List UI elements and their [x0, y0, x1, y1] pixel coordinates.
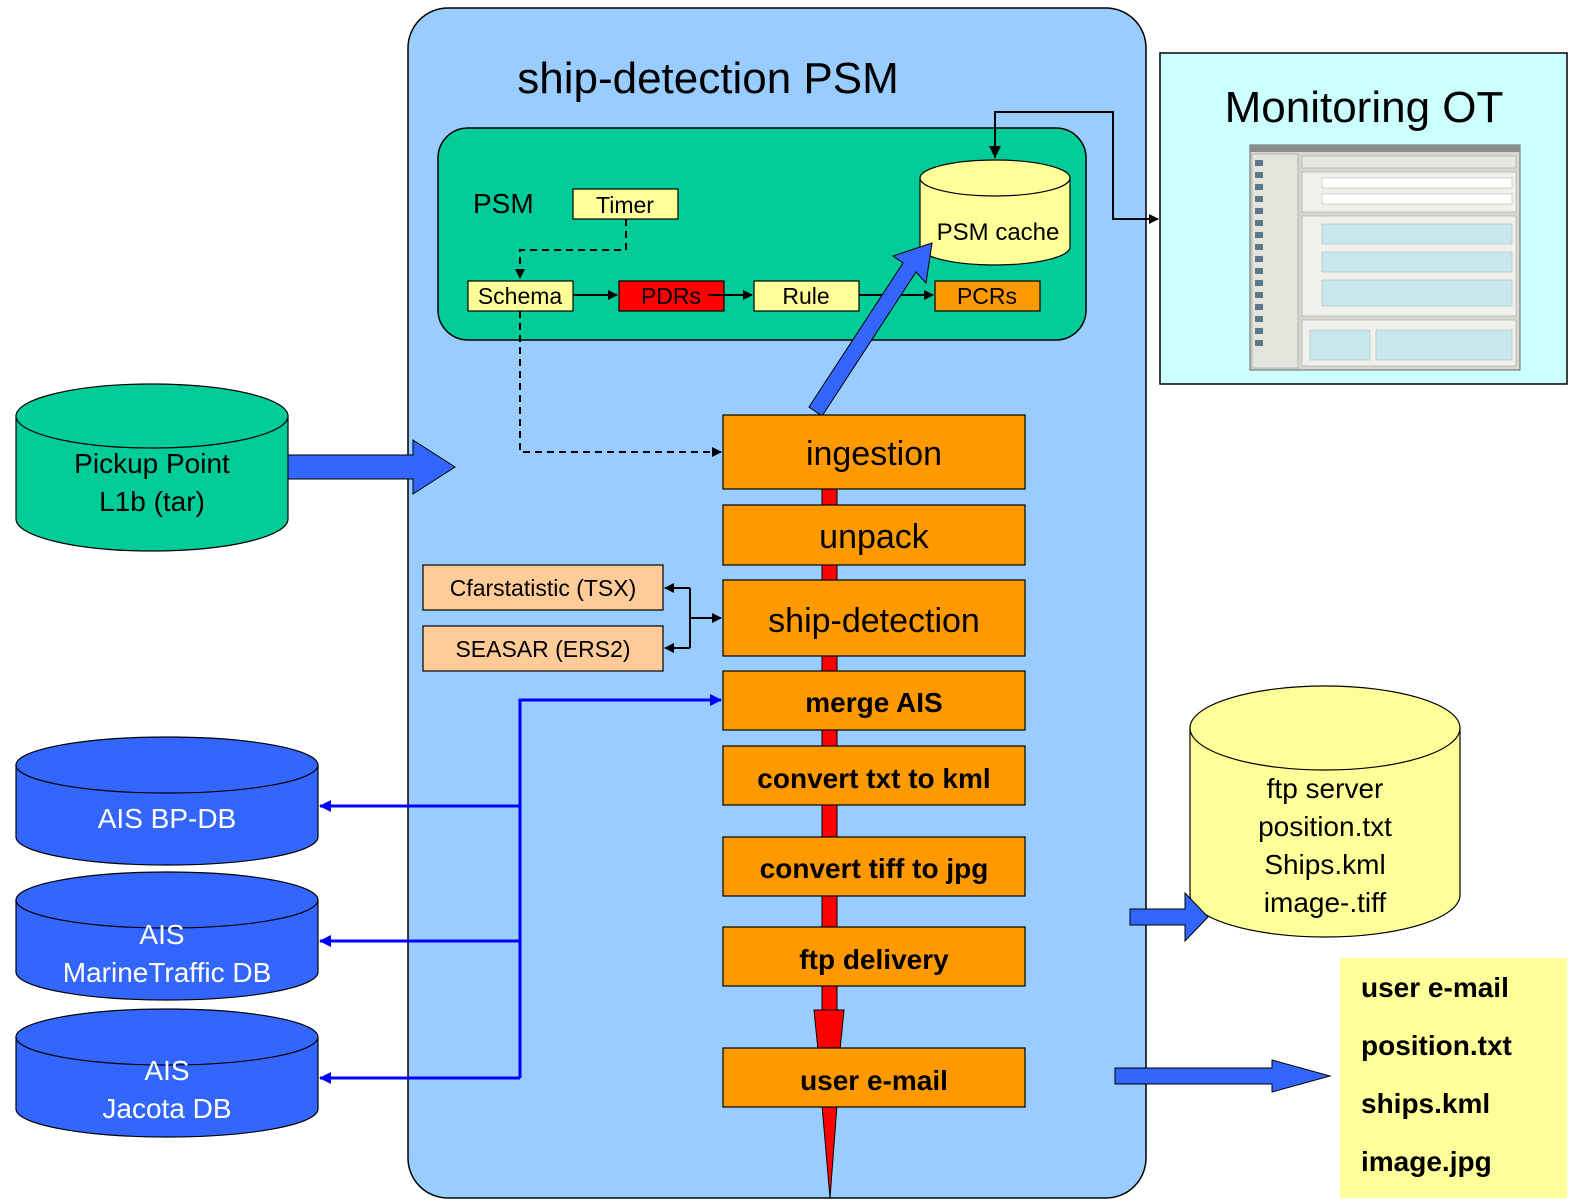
pdrs-box: [618, 280, 725, 312]
pcrs-label: PCRs: [957, 283, 1017, 309]
email-delivery-arrow: [1114, 1059, 1332, 1093]
seasar-label: SEASAR (ERS2): [455, 636, 630, 662]
seasar-box: [422, 625, 664, 672]
unpack-step: [722, 504, 1026, 566]
ftp-delivery-step: [722, 926, 1026, 987]
merge-ais-step: [722, 670, 1026, 731]
ais-bpdb-label: AIS BP-DB: [98, 803, 236, 834]
pickup-point-cylinder: [15, 383, 289, 552]
psm-title: ship-detection PSM: [517, 54, 899, 103]
email-output-box: [1340, 958, 1567, 1198]
monitoring-title: Monitoring OT: [1225, 83, 1504, 132]
pdrs-label: PDRs: [641, 283, 701, 309]
ais-marinetraffic-line1: AIS: [139, 919, 184, 950]
ais-jacota-cylinder: [15, 1008, 319, 1138]
pipeline-arrow-mid: [813, 1009, 845, 1051]
email-line4: image.jpg: [1361, 1146, 1492, 1177]
ftp-line2: position.txt: [1258, 811, 1392, 842]
monitoring-screenshot: [1249, 144, 1521, 371]
email-line1: user e-mail: [1361, 972, 1509, 1003]
ais-marinetraffic-cylinder: [15, 871, 319, 1001]
ais-bpdb-cylinder: [15, 736, 319, 866]
cache-monitoring-connector: [994, 111, 1159, 224]
cfar-label: Cfarstatistic (TSX): [450, 575, 637, 601]
ftp-line3: Ships.kml: [1264, 849, 1385, 880]
ais-jacota-line1: AIS: [144, 1055, 189, 1086]
schema-box: [467, 280, 574, 312]
ais-marinetraffic-line2: MarineTraffic DB: [63, 957, 272, 988]
pickup-to-psm-arrow: [287, 439, 456, 495]
ftp-line4: image-.tiff: [1264, 887, 1387, 918]
email-line2: position.txt: [1361, 1030, 1512, 1061]
pickup-line1: Pickup Point: [74, 448, 230, 479]
ais-bus: [518, 694, 722, 1078]
ship-detection-label: ship-detection: [768, 602, 980, 640]
user-email-step: [722, 1047, 1026, 1108]
pcrs-box: [934, 280, 1041, 312]
convert-kml-label: convert txt to kml: [757, 763, 990, 794]
ship-detection-step: [722, 579, 1026, 657]
cache-down-arrowhead: [989, 146, 1001, 158]
pickup-line2: L1b (tar): [99, 486, 205, 517]
schema-label: Schema: [478, 283, 563, 309]
ingestion-label: ingestion: [806, 435, 942, 473]
ftp-line1: ftp server: [1267, 773, 1384, 804]
psm-cache-cylinder: [919, 159, 1071, 266]
cfar-box: [422, 564, 664, 611]
rule-box: [753, 280, 860, 312]
unpack-label: unpack: [819, 518, 930, 556]
ingestion-cache-arrow: [808, 242, 933, 417]
ais-jacota-line2: Jacota DB: [102, 1093, 231, 1124]
ftp-delivery-arrow: [1129, 891, 1209, 943]
psm-cache-label: PSM cache: [937, 219, 1060, 246]
psm-label: PSM: [473, 188, 534, 219]
user-email-label: user e-mail: [800, 1065, 948, 1096]
convert-jpg-label: convert tiff to jpg: [760, 853, 989, 884]
merge-ais-label: merge AIS: [805, 687, 942, 718]
timer-schema-connector: [515, 219, 627, 279]
detector-bracket: [689, 588, 705, 648]
ftp-delivery-label: ftp delivery: [799, 944, 949, 975]
rule-label: Rule: [782, 283, 829, 309]
timer-label: Timer: [596, 192, 654, 218]
convert-kml-step: [722, 745, 1026, 806]
ftp-server-cylinder: [1189, 685, 1461, 938]
email-line3: ships.kml: [1361, 1088, 1490, 1119]
ingestion-step: [722, 414, 1026, 490]
convert-jpg-step: [722, 836, 1026, 897]
